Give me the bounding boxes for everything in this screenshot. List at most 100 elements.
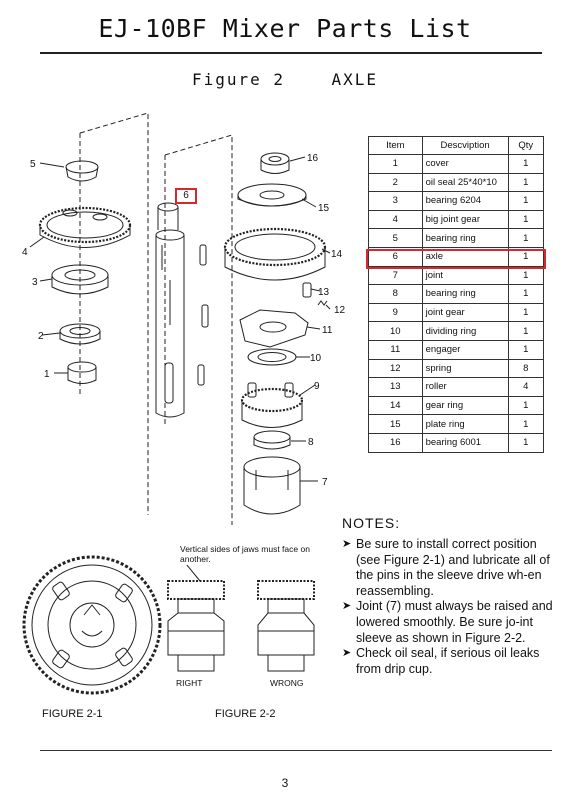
cell-description: bearing ring bbox=[421, 228, 509, 248]
cell-item: 14 bbox=[368, 395, 423, 416]
cell-item: 15 bbox=[368, 414, 423, 434]
callout-8: 8 bbox=[308, 437, 314, 448]
cell-description: bearing 6204 bbox=[421, 191, 509, 211]
figure-2-2-joint-drawing bbox=[167, 565, 315, 672]
callout-10: 10 bbox=[310, 353, 322, 364]
arrow-bullet-icon: ➤ bbox=[342, 538, 352, 550]
cell-description: joint bbox=[421, 265, 509, 286]
arrow-bullet-icon: ➤ bbox=[342, 647, 352, 660]
callout-7: 7 bbox=[322, 477, 328, 488]
cell-qty: 1 bbox=[507, 154, 545, 174]
callout-15: 15 bbox=[318, 203, 330, 214]
cell-qty: 1 bbox=[507, 172, 545, 193]
exploded-axle-diagram: 1 2 3 4 5 7 8 9 10 11 12 13 14 15 16 bbox=[22, 112, 346, 525]
cell-qty: 4 bbox=[507, 377, 545, 397]
cell-description: roller bbox=[421, 377, 509, 397]
cell-qty: 1 bbox=[507, 246, 545, 267]
cell-item: 4 bbox=[368, 209, 423, 230]
cell-qty: 1 bbox=[507, 265, 545, 286]
cell-description: spring bbox=[421, 358, 509, 379]
cell-description: big joint gear bbox=[421, 209, 509, 230]
cell-qty: 1 bbox=[507, 228, 545, 248]
cell-description: bearing ring bbox=[421, 284, 509, 304]
cell-item: 13 bbox=[368, 377, 423, 397]
column-header-item: Item bbox=[368, 136, 423, 155]
cell-qty: 1 bbox=[507, 395, 545, 416]
cell-item: 1 bbox=[368, 154, 423, 174]
callout-16: 16 bbox=[307, 153, 319, 164]
column-header-qty: Qty bbox=[507, 136, 545, 155]
cell-qty: 1 bbox=[507, 321, 545, 341]
cell-item: 9 bbox=[368, 302, 423, 323]
cell-item: 3 bbox=[368, 191, 423, 211]
highlighted-callout-6: 6 bbox=[175, 188, 197, 204]
callout-11: 11 bbox=[322, 325, 333, 336]
cell-description: dividing ring bbox=[421, 321, 509, 341]
notes-section: NOTES: ➤ Be sure to install correct posit… bbox=[342, 515, 554, 677]
label-right: RIGHT bbox=[176, 678, 203, 688]
cell-qty: 1 bbox=[507, 302, 545, 323]
cell-qty: 1 bbox=[507, 191, 545, 211]
cell-qty: 1 bbox=[507, 414, 545, 434]
cell-description: engager bbox=[421, 339, 509, 360]
cell-description: bearing 6001 bbox=[421, 432, 509, 453]
note-text: Check oil seal, if serious oil leaks fro… bbox=[356, 646, 540, 676]
footer-rule bbox=[40, 750, 552, 751]
callout-12: 12 bbox=[334, 305, 346, 316]
cell-qty: 1 bbox=[507, 339, 545, 360]
cell-description: axle bbox=[421, 246, 509, 267]
arrow-bullet-icon: ➤ bbox=[342, 600, 352, 613]
cell-item: 5 bbox=[368, 228, 423, 248]
cell-item: 8 bbox=[368, 284, 423, 304]
notes-heading: NOTES: bbox=[342, 515, 401, 531]
cell-item: 16 bbox=[368, 432, 423, 453]
page-number: 3 bbox=[281, 776, 289, 790]
note-text: Be sure to install correct position (see… bbox=[356, 537, 550, 598]
note-item: ➤Joint (7) must always be raised and low… bbox=[342, 599, 554, 646]
cell-item: 7 bbox=[368, 265, 423, 286]
label-wrong: WRONG bbox=[270, 678, 304, 688]
callout-4: 4 bbox=[22, 247, 28, 258]
callout-13: 13 bbox=[318, 287, 330, 298]
callout-5: 5 bbox=[30, 159, 36, 170]
cell-qty: 1 bbox=[507, 284, 545, 304]
callout-1: 1 bbox=[44, 369, 50, 380]
callout-9: 9 bbox=[314, 381, 320, 392]
cell-qty: 8 bbox=[507, 358, 545, 379]
cell-item: 12 bbox=[368, 358, 423, 379]
cell-item: 6 bbox=[368, 246, 423, 267]
note-item: ➤ Check oil seal, if serious oil leaks fr… bbox=[342, 646, 554, 677]
title-underline bbox=[40, 52, 542, 54]
cell-item: 10 bbox=[368, 321, 423, 341]
figure-2-2-caption: FIGURE 2-2 bbox=[215, 708, 276, 720]
page-title: EJ-10BF Mixer Parts List bbox=[98, 14, 472, 43]
callout-3: 3 bbox=[32, 277, 38, 288]
jaws-annotation: Vertical sides of jaws must face on anot… bbox=[180, 544, 310, 564]
cell-description: gear ring bbox=[421, 395, 509, 416]
cell-description: joint gear bbox=[421, 302, 509, 323]
figure-subtitle: Figure 2 AXLE bbox=[191, 70, 379, 89]
cell-qty: 1 bbox=[507, 432, 545, 453]
cell-item: 2 bbox=[368, 172, 423, 193]
cell-description: cover bbox=[421, 154, 509, 174]
cell-description: plate ring bbox=[421, 414, 509, 434]
table-header-row: Item Descviption Qty bbox=[368, 136, 545, 155]
figure-2-1-gear-drawing bbox=[22, 555, 162, 695]
callout-2: 2 bbox=[38, 331, 44, 342]
figure-2-1-caption: FIGURE 2-1 bbox=[42, 708, 103, 720]
